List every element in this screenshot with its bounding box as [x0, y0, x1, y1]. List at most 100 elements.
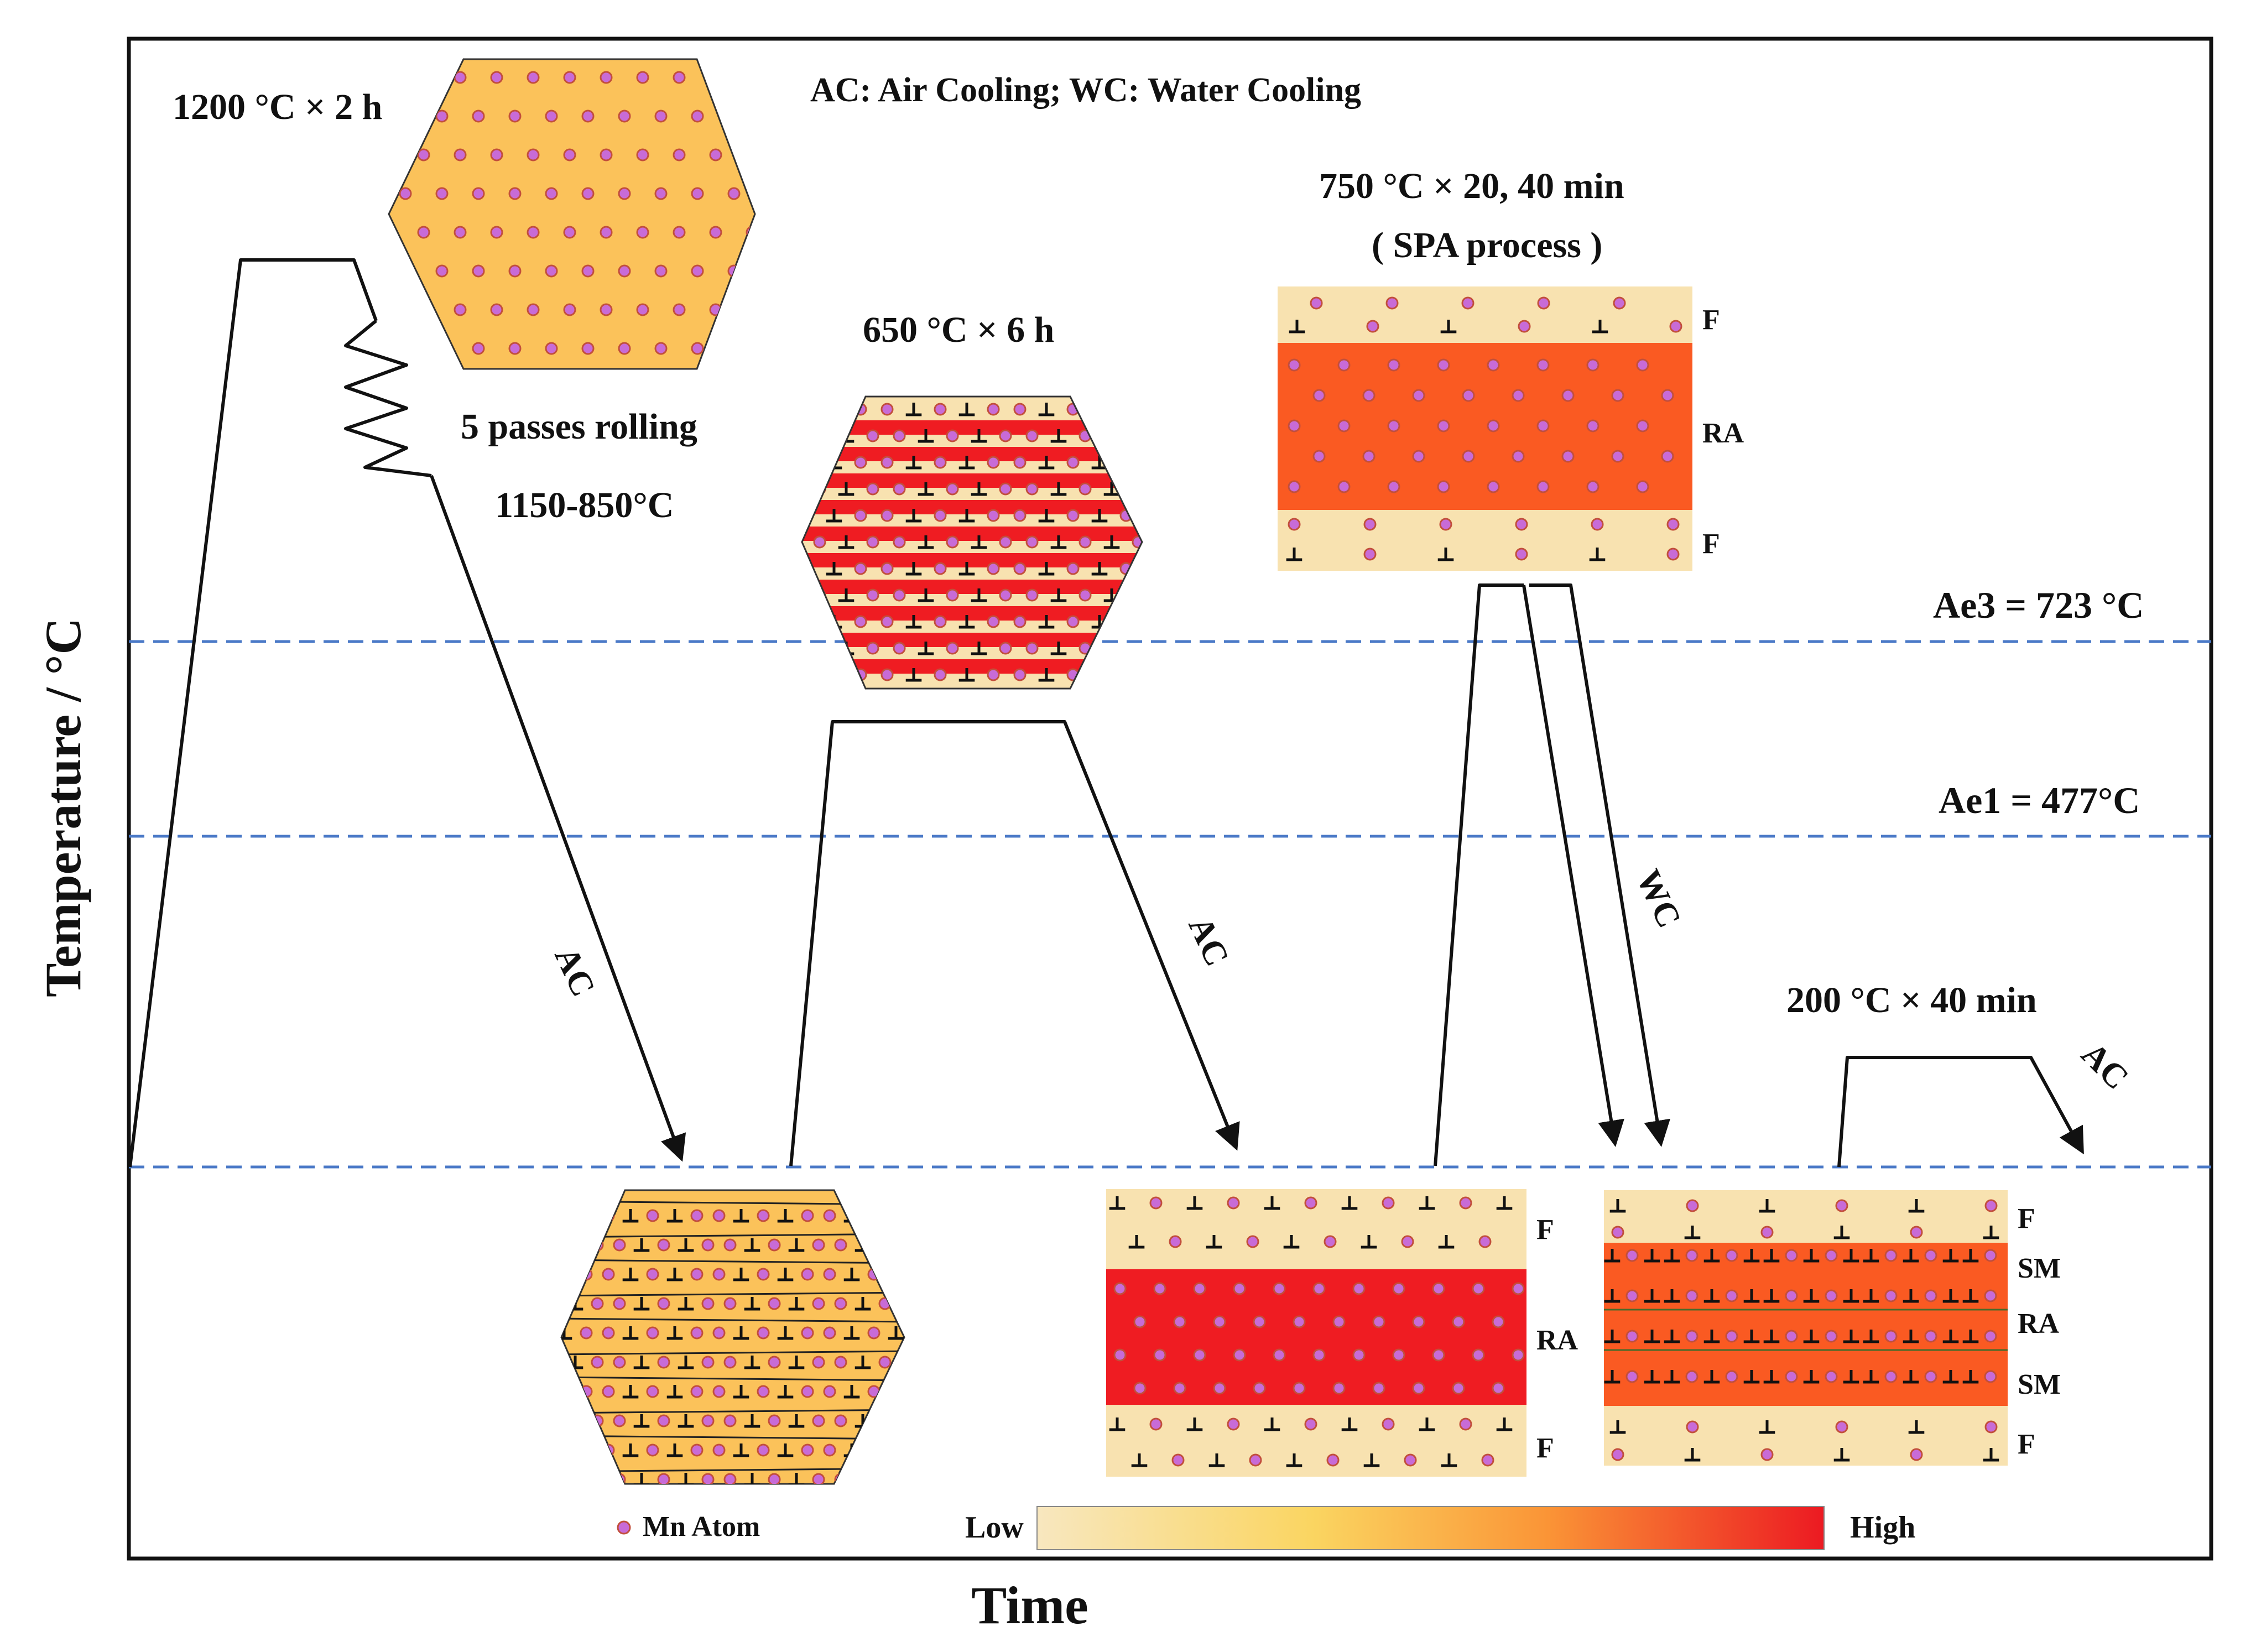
- mn-atom-icon: [1537, 296, 1550, 310]
- dislocation-icon: [777, 1326, 794, 1340]
- dislocation-icon: [971, 535, 987, 549]
- mn-atom-icon: [746, 148, 755, 161]
- mn-atom-icon: [1685, 1289, 1698, 1302]
- dislocation-icon: [733, 1385, 749, 1399]
- dislocation-icon: [958, 668, 975, 682]
- mn-atom-icon: [389, 226, 394, 239]
- mn-atom-icon: [690, 1385, 704, 1398]
- mn-atom-icon: [1611, 1448, 1624, 1461]
- mn-atom-icon: [417, 226, 430, 239]
- dislocation-icon: [888, 1268, 904, 1281]
- lamella-line: [561, 1376, 904, 1382]
- dislocation-icon: [1437, 548, 1454, 561]
- dislocation-icon: [633, 1414, 650, 1428]
- mn-atom-icon: [746, 303, 755, 316]
- dislocation-icon: [744, 1238, 760, 1252]
- dislocation-icon: [1863, 1370, 1879, 1384]
- mn-atom-icon: [1213, 1315, 1226, 1328]
- dislocation-icon: [1604, 1289, 1621, 1303]
- dislocation-icon: [1286, 548, 1302, 561]
- mn-atom-icon: [613, 1238, 626, 1252]
- mn-atom-icon: [946, 642, 959, 655]
- mn-atom-icon: [1666, 518, 1680, 531]
- ann-label-f-top: F: [1536, 1214, 1554, 1245]
- spa-temp-label: 750 °C × 20, 40 min: [1319, 166, 1624, 206]
- fin-label-sm-top: SM: [2018, 1253, 2061, 1284]
- mn-atom-icon: [1337, 480, 1351, 493]
- dislocation-icon: [1743, 1289, 1760, 1303]
- dislocation-icon: [1419, 1418, 1435, 1431]
- mn-atom-icon: [1312, 450, 1326, 463]
- mn-atom-icon: [690, 1209, 704, 1222]
- lamella-line: [561, 1317, 904, 1323]
- mn-atom-icon: [1304, 1418, 1317, 1431]
- mn-atom-icon: [1169, 1235, 1182, 1248]
- mn-atom-icon: [1404, 1453, 1417, 1467]
- dislocation-icon: [1644, 1330, 1660, 1343]
- mn-atom-icon: [1984, 1330, 1997, 1343]
- mn-atom-icon: [1785, 1330, 1798, 1343]
- dislocation-icon: [1962, 1330, 1979, 1343]
- mn-atom-icon: [854, 509, 867, 522]
- mn-atom-icon: [602, 1326, 615, 1340]
- mn-atom-icon: [581, 264, 595, 278]
- mn-atom-icon: [866, 429, 879, 442]
- mn-atom-icon: [618, 264, 631, 278]
- mn-atom-icon: [934, 562, 947, 575]
- dislocation-icon: [666, 1326, 683, 1340]
- dislocation-icon: [1759, 1420, 1775, 1434]
- mn-atom-icon: [1025, 642, 1039, 655]
- mn-atom-icon: [1324, 1235, 1337, 1248]
- mn-atom-icon: [867, 1385, 880, 1398]
- mn-atom-icon: [646, 1209, 659, 1222]
- dislocation-icon: [1763, 1289, 1780, 1303]
- dislocation-icon: [905, 615, 922, 629]
- dislocation-icon: [1050, 482, 1067, 496]
- mn-atom-icon: [1362, 450, 1376, 463]
- mn-atom-icon: [545, 110, 558, 123]
- mn-atom-icon: [802, 615, 814, 628]
- mn-atom-icon: [657, 1356, 670, 1369]
- mn-atom-icon: [1625, 1370, 1639, 1383]
- mn-atom-icon: [701, 1238, 715, 1252]
- mn-atom-icon: [1432, 1348, 1445, 1362]
- dislocation-icon: [1843, 1330, 1859, 1343]
- dislocation-icon: [1843, 1249, 1859, 1263]
- mn-atom-icon: [490, 303, 503, 316]
- mn-atom-icon: [1512, 450, 1525, 463]
- dislocation-icon: [1103, 482, 1120, 496]
- mn-atom-icon: [1362, 389, 1376, 402]
- mn-atom-icon: [866, 642, 879, 655]
- mn-atom-icon: [1462, 389, 1475, 402]
- mn-atom-icon: [1153, 1282, 1166, 1295]
- mn-atom-icon: [1625, 1289, 1639, 1302]
- mn-atom-icon: [723, 1356, 737, 1369]
- mn-atom-icon: [472, 342, 485, 355]
- mn-atom-icon: [987, 668, 1000, 681]
- mn-atom-icon: [701, 1356, 715, 1369]
- mn-atom-icon: [1452, 1315, 1465, 1328]
- mn-atom-icon: [673, 71, 686, 84]
- dislocation-icon: [1903, 1370, 1919, 1384]
- mn-atom-icon: [709, 71, 722, 84]
- dislocation-icon: [1644, 1370, 1660, 1384]
- dislocation-icon: [1419, 1196, 1435, 1210]
- mn-atom-icon: [1459, 1196, 1472, 1210]
- mn-atom-icon: [673, 148, 686, 161]
- mn-atom-icon: [1401, 1235, 1414, 1248]
- dislocation-icon: [838, 482, 855, 496]
- mn-atom-icon: [1884, 1289, 1898, 1302]
- mn-atom-icon: [527, 71, 540, 84]
- mn-atom-icon: [893, 588, 906, 602]
- mn-atom-icon: [768, 1238, 781, 1252]
- dislocation-icon: [666, 1268, 683, 1281]
- dislocation-icon: [777, 1268, 794, 1281]
- mn-atom-icon: [1611, 1226, 1624, 1239]
- dislocation-icon: [1050, 642, 1067, 655]
- mn-atom-icon: [1625, 1330, 1639, 1343]
- mn-atom-icon: [1613, 296, 1626, 310]
- mn-atom-icon: [1685, 1330, 1698, 1343]
- dislocation-icon: [1664, 1289, 1680, 1303]
- mn-atom-icon: [1288, 480, 1301, 493]
- dislocation-icon: [666, 1443, 683, 1457]
